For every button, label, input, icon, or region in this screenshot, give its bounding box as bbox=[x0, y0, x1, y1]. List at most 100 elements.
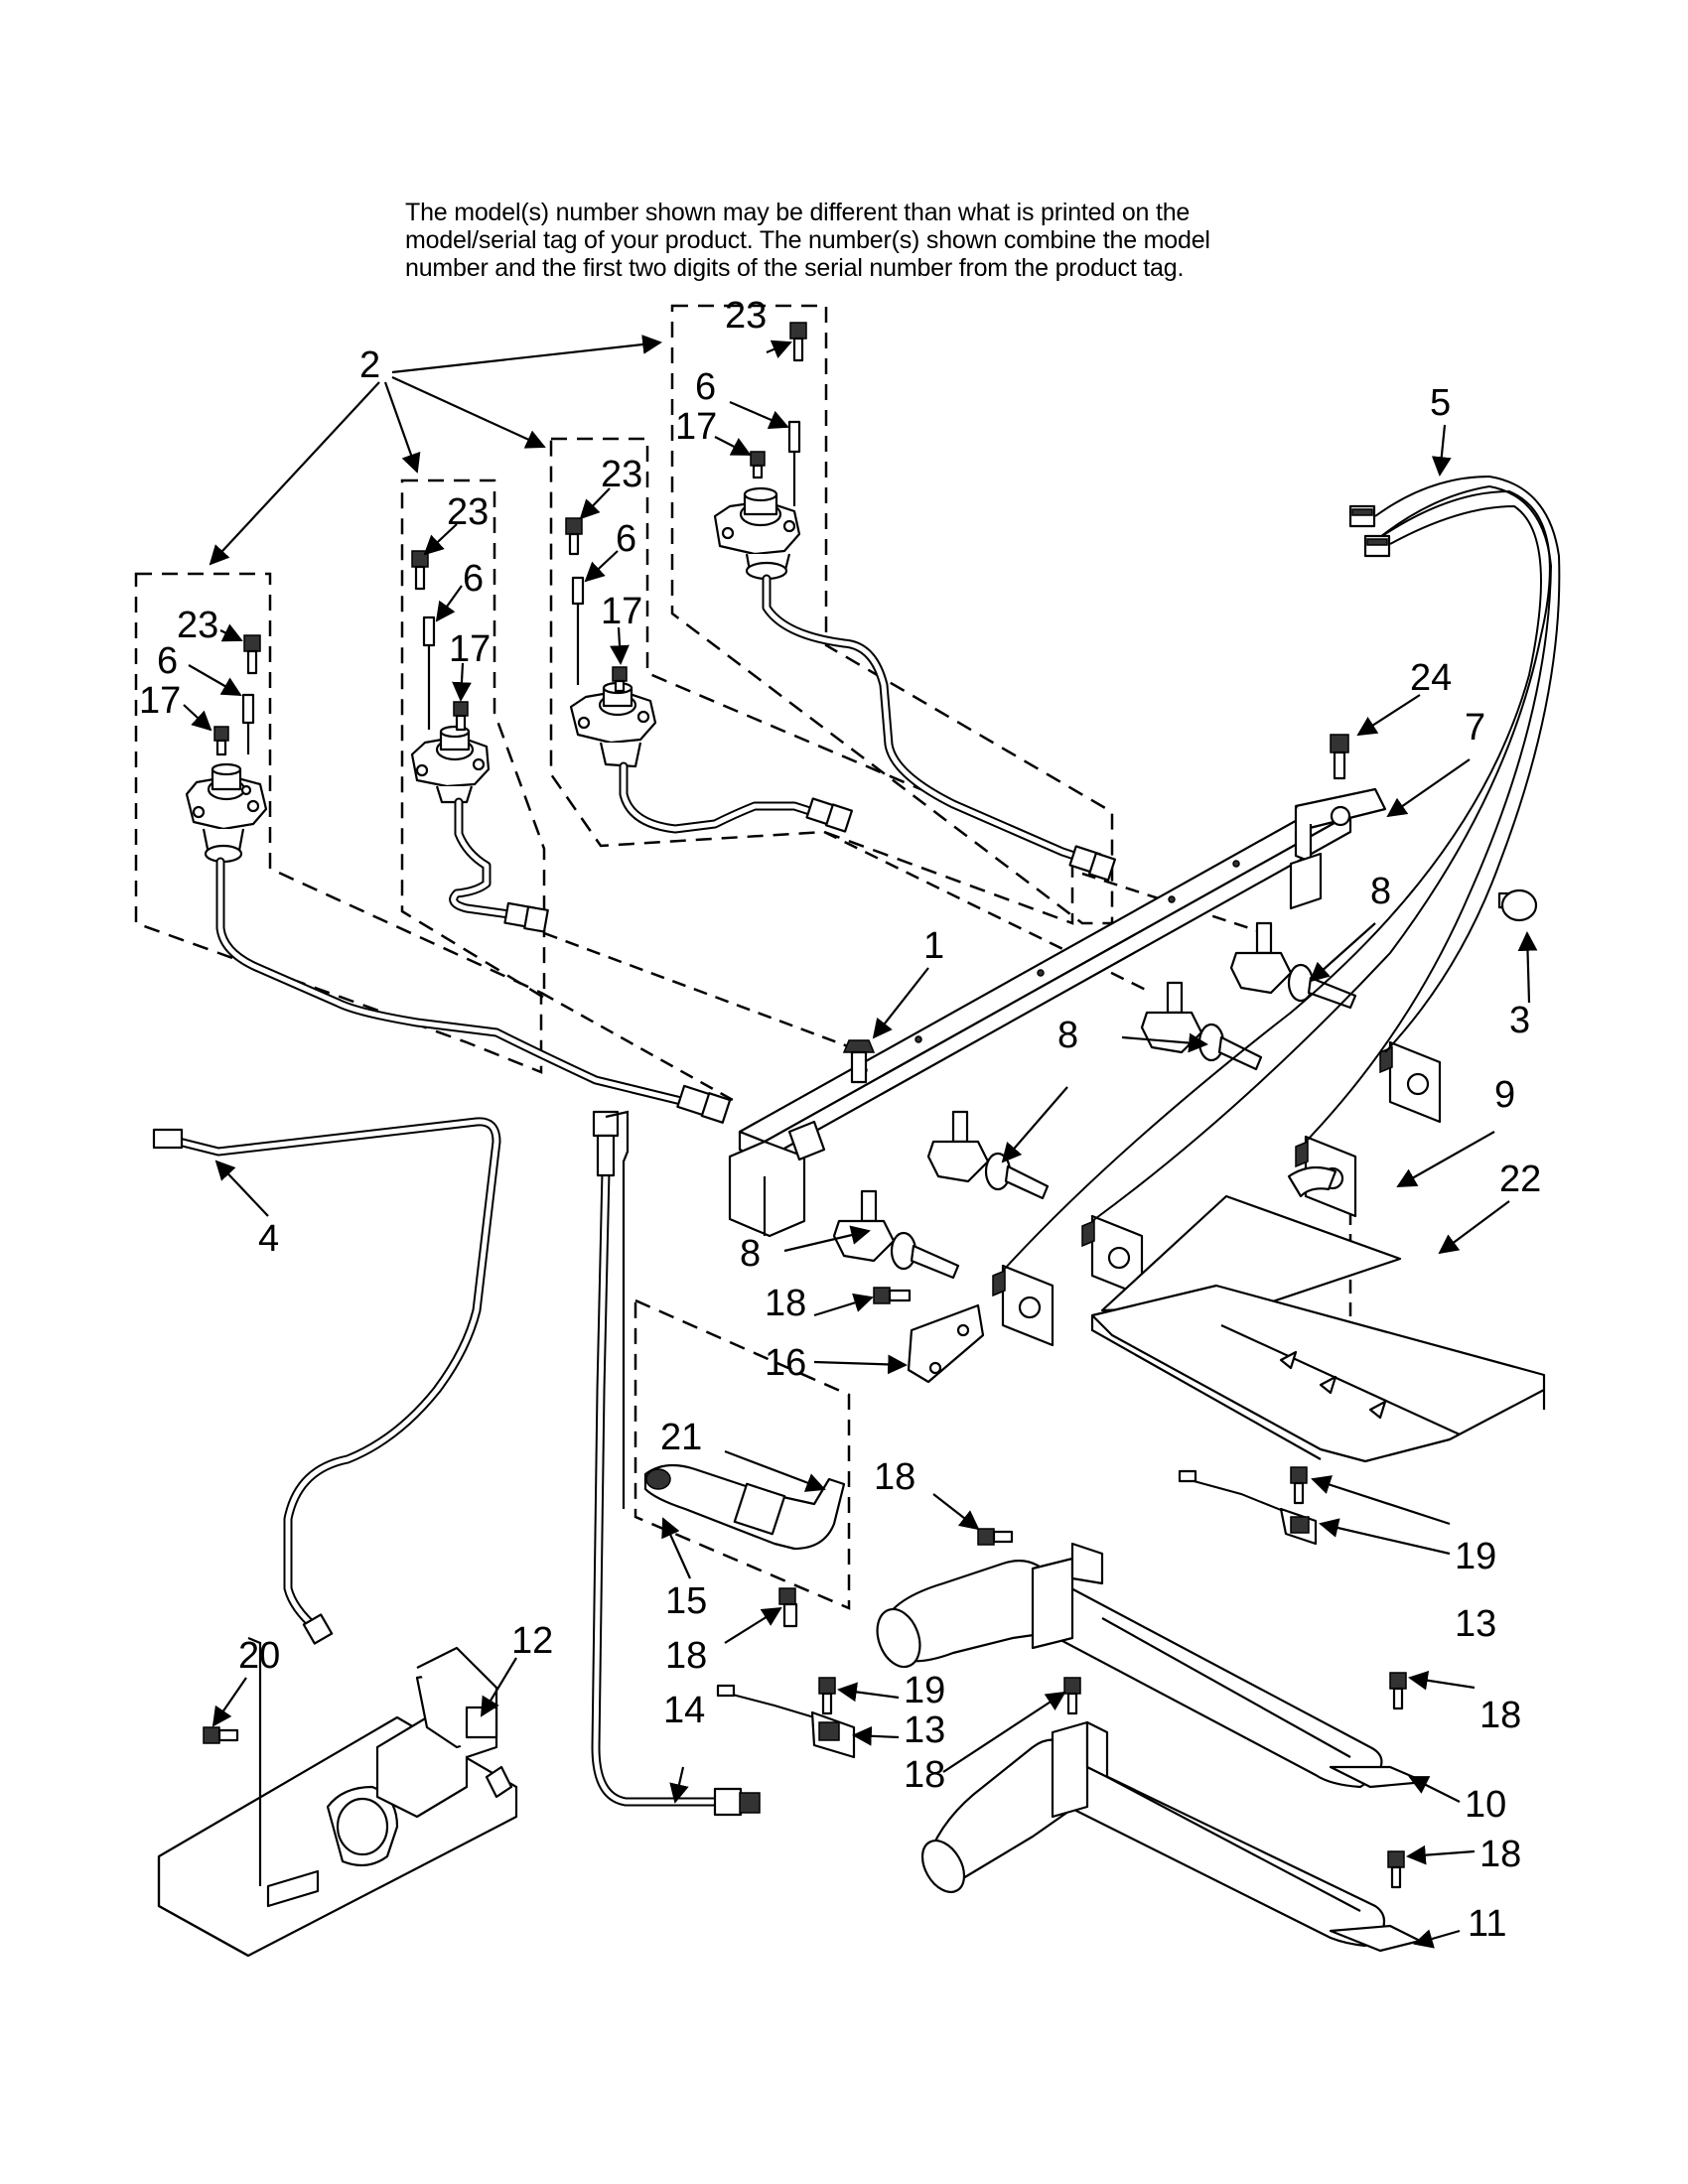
label-21: 21 bbox=[660, 1417, 702, 1458]
tube-group-2 bbox=[449, 797, 521, 920]
disclaimer-note: The model(s) number shown may be differe… bbox=[405, 199, 1319, 282]
burner-base-4 bbox=[713, 486, 801, 581]
burner-group-box-4 bbox=[670, 304, 1114, 925]
label-17-group-1: 17 bbox=[139, 680, 181, 722]
label-18-right-lower: 18 bbox=[1479, 1834, 1521, 1875]
label-6-group-1: 6 bbox=[157, 640, 178, 682]
label-17-group-3: 17 bbox=[601, 591, 642, 632]
label-11: 11 bbox=[1468, 1903, 1506, 1945]
switch-plate-1 bbox=[1379, 1040, 1442, 1124]
fitting-group-3 bbox=[805, 797, 854, 833]
callout-arrows bbox=[183, 335, 1538, 1949]
burner-group-box-3 bbox=[549, 437, 1074, 925]
label-9: 9 bbox=[1494, 1074, 1515, 1116]
label-19-lower: 19 bbox=[904, 1670, 945, 1711]
note-line-2: model/serial tag of your product. The nu… bbox=[405, 226, 1210, 254]
label-6-group-3: 6 bbox=[616, 518, 636, 560]
burner-tube-11 bbox=[920, 1720, 1422, 1953]
bracket-16 bbox=[907, 1303, 985, 1384]
leader-dash-1 bbox=[540, 991, 741, 1106]
screw-17-group-4 bbox=[750, 451, 766, 479]
label-18-right-upper: 18 bbox=[1479, 1695, 1521, 1736]
gas-valve-12 bbox=[157, 1636, 518, 1958]
screw-17-group-2 bbox=[453, 701, 469, 732]
screw-18-lower-left bbox=[778, 1587, 798, 1628]
label-15: 15 bbox=[665, 1580, 707, 1622]
label-4: 4 bbox=[258, 1218, 279, 1260]
fitting-group-4 bbox=[1068, 845, 1117, 882]
valve-middle bbox=[1140, 981, 1263, 1071]
igniter-13-upper bbox=[1178, 1469, 1318, 1546]
burner-group-box-2 bbox=[400, 478, 546, 1001]
label-16: 16 bbox=[765, 1342, 806, 1384]
burner-group-box-1 bbox=[134, 572, 543, 1074]
electrode-6-group-1 bbox=[241, 693, 255, 754]
screw-18-upper bbox=[873, 1287, 912, 1304]
screw-19-upper bbox=[1290, 1466, 1308, 1505]
tube-4-end-fitting bbox=[152, 1128, 334, 1645]
valve-left-lower bbox=[832, 1189, 960, 1280]
label-18-lower-left: 18 bbox=[665, 1635, 707, 1677]
screw-18-mid bbox=[977, 1528, 1014, 1546]
label-1: 1 bbox=[923, 925, 944, 967]
screw-17-group-1 bbox=[213, 726, 229, 756]
screw-18-right-lower bbox=[1387, 1850, 1405, 1889]
bracket-strip-14 bbox=[605, 1110, 630, 1509]
note-line-3: number and the first two digits of the s… bbox=[405, 254, 1185, 282]
screw-23-group-1 bbox=[243, 634, 261, 675]
label-22: 22 bbox=[1499, 1159, 1541, 1200]
screw-23-group-4 bbox=[789, 322, 807, 362]
label-23-group-3: 23 bbox=[601, 454, 642, 495]
manifold-bar bbox=[728, 787, 1387, 1238]
burner-base-3 bbox=[569, 681, 657, 768]
label-13-upper: 13 bbox=[1455, 1603, 1496, 1645]
clip-9 bbox=[1287, 1165, 1337, 1198]
screw-1 bbox=[842, 1039, 876, 1084]
screw-24 bbox=[1330, 734, 1349, 780]
screw-18-right-upper bbox=[1389, 1672, 1407, 1710]
label-13-lower: 13 bbox=[904, 1709, 945, 1751]
label-12: 12 bbox=[511, 1620, 553, 1662]
electrode-6-group-3 bbox=[571, 576, 585, 685]
label-6-group-2: 6 bbox=[463, 558, 484, 600]
burner-base-1 bbox=[185, 762, 268, 864]
screw-23-group-2 bbox=[411, 550, 429, 591]
label-14: 14 bbox=[663, 1690, 705, 1731]
label-6-group-4: 6 bbox=[695, 366, 716, 408]
burner-tube-10 bbox=[876, 1542, 1427, 1789]
screw-19-lower bbox=[818, 1677, 836, 1715]
label-8-lower: 8 bbox=[740, 1233, 761, 1275]
igniter-13-lower bbox=[716, 1684, 856, 1759]
leader-dash-2 bbox=[543, 931, 865, 1054]
label-17-group-2: 17 bbox=[449, 628, 491, 670]
electrode-6-group-2 bbox=[422, 615, 436, 730]
screw-18-lower-mid bbox=[1063, 1677, 1081, 1715]
label-5: 5 bbox=[1430, 382, 1451, 424]
label-23-group-2: 23 bbox=[447, 491, 489, 533]
switch-plate-4 bbox=[992, 1264, 1055, 1347]
label-18-mid: 18 bbox=[874, 1456, 915, 1498]
label-17-group-4: 17 bbox=[675, 406, 717, 448]
valve-left-upper bbox=[926, 1110, 1050, 1200]
orifice-holder-21 bbox=[643, 1463, 846, 1551]
label-8-upper: 8 bbox=[1370, 871, 1391, 912]
label-20: 20 bbox=[238, 1635, 280, 1677]
knob-3 bbox=[1497, 888, 1538, 922]
label-8-middle: 8 bbox=[1057, 1015, 1078, 1056]
label-24: 24 bbox=[1410, 657, 1452, 699]
label-2: 2 bbox=[359, 344, 380, 386]
screw-20 bbox=[203, 1726, 239, 1744]
label-23-group-4: 23 bbox=[725, 295, 767, 337]
label-10: 10 bbox=[1465, 1784, 1506, 1826]
igniter-group-box bbox=[633, 1298, 851, 1610]
switch-plate-3 bbox=[1081, 1214, 1144, 1297]
note-line-1: The model(s) number shown may be differe… bbox=[405, 199, 1191, 226]
callout-labels: 2 23 6 17 23 6 17 23 6 17 23 6 17 5 24 7… bbox=[139, 295, 1541, 1945]
label-19-upper: 19 bbox=[1455, 1536, 1496, 1577]
fitting-group-2 bbox=[503, 901, 549, 933]
burner-tray-22 bbox=[1090, 1194, 1546, 1463]
screw-17-group-3 bbox=[612, 666, 628, 693]
valve-upper-right bbox=[1229, 921, 1357, 1010]
fitting-group-1 bbox=[676, 1084, 732, 1124]
